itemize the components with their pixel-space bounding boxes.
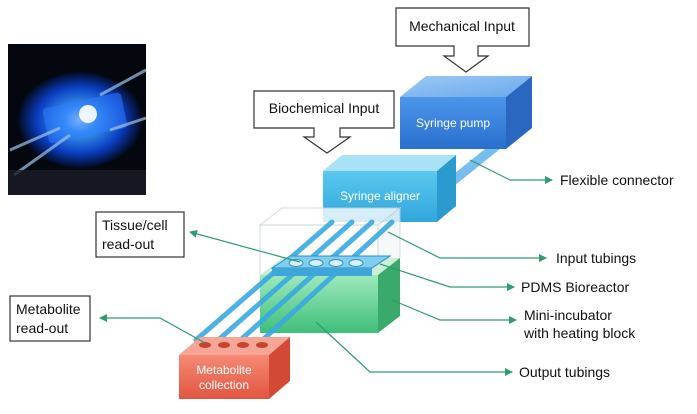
- metabolite-collection-label-1: Metabolite: [196, 363, 252, 377]
- mechanical-input-callout: Mechanical Input: [395, 7, 530, 73]
- glowing-chip-photo: [8, 44, 147, 195]
- tissue-readout-label-1: Tissue/cell: [102, 217, 168, 233]
- flexible-connector-label: Flexible connector: [560, 172, 674, 188]
- output-tubings-label: Output tubings: [519, 364, 610, 380]
- tissue-readout-box: Tissue/cell read-out: [95, 211, 185, 258]
- syringe-pump-label: Syringe pump: [416, 116, 490, 130]
- biochemical-input-label: Biochemical Input: [269, 100, 380, 116]
- metabolite-readout-label-1: Metabolite: [16, 301, 81, 317]
- tissue-readout-label-2: read-out: [102, 236, 154, 252]
- biochemical-input-callout: Biochemical Input: [253, 90, 395, 154]
- pdms-bioreactor-label: PDMS Bioreactor: [521, 279, 629, 295]
- metabolite-collection-label-2: collection: [199, 378, 249, 392]
- mini-incubator-label-2: with heating block: [523, 325, 636, 341]
- tubings: [193, 219, 395, 349]
- callout-lines: [99, 159, 553, 376]
- mechanical-input-label: Mechanical Input: [409, 18, 515, 34]
- syringe-aligner-label: Syringe aligner: [340, 189, 420, 203]
- metabolite-readout-label-2: read-out: [16, 320, 68, 336]
- metabolite-readout-box: Metabolite read-out: [9, 295, 91, 342]
- metabolite-collection-block: Metabolite collection: [179, 337, 290, 399]
- mini-incubator-label-1: Mini-incubator: [524, 307, 612, 323]
- syringe-pump-block: Syringe pump: [400, 76, 532, 149]
- input-tubings-label: Input tubings: [556, 250, 636, 266]
